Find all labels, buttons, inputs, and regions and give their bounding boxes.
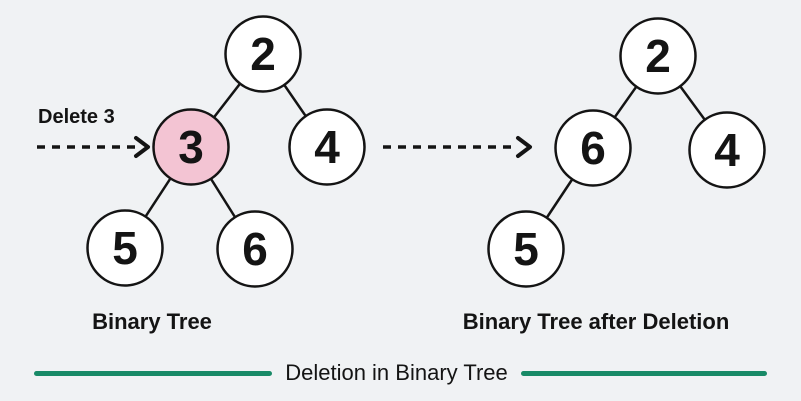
node-value: 5 — [513, 223, 539, 275]
delete-annotation-label: Delete 3 — [38, 106, 115, 128]
caption-binary-tree: Binary Tree — [92, 309, 212, 334]
footer-accent-line-left — [34, 370, 273, 376]
node-value: 4 — [314, 121, 340, 173]
tree-node-before-3: 3 — [152, 108, 230, 186]
node-value: 2 — [250, 28, 276, 80]
tree-node-after-5: 5 — [487, 210, 565, 288]
tree-node-before-5: 5 — [86, 209, 164, 287]
tree-node-before-2: 2 — [224, 15, 302, 93]
node-value: 5 — [112, 222, 138, 274]
transform-arrow — [383, 136, 532, 158]
node-circle — [216, 210, 294, 288]
node-circle — [86, 209, 164, 287]
node-circle — [288, 108, 366, 186]
node-circle-highlighted — [152, 108, 230, 186]
arrowhead-chevron-icon — [134, 136, 150, 158]
node-circle — [224, 15, 302, 93]
node-value: 2 — [645, 30, 671, 82]
arrowhead-chevron-icon — [516, 136, 532, 158]
node-circle — [619, 17, 697, 95]
node-circle — [688, 111, 766, 189]
footer-title-bar: Deletion in Binary Tree — [0, 359, 801, 387]
node-value: 3 — [178, 121, 204, 173]
tree-node-before-6: 6 — [216, 210, 294, 288]
delete-arrow — [37, 136, 150, 158]
tree-node-after-2: 2 — [619, 17, 697, 95]
node-value: 6 — [580, 122, 606, 174]
tree-node-after-6: 6 — [554, 109, 632, 187]
node-value: 4 — [714, 124, 740, 176]
tree-node-before-4: 4 — [288, 108, 366, 186]
tree-node-after-4: 4 — [688, 111, 766, 189]
footer-title: Deletion in Binary Tree — [285, 360, 508, 385]
node-value: 6 — [242, 223, 268, 275]
caption-binary-tree-after-deletion: Binary Tree after Deletion — [462, 309, 730, 334]
tree-before: 23 4 5 6 — [86, 15, 366, 288]
node-circle — [554, 109, 632, 187]
tree-after: 26 4 5 — [487, 17, 766, 288]
node-circle — [487, 210, 565, 288]
footer-accent-line-right — [520, 370, 767, 376]
